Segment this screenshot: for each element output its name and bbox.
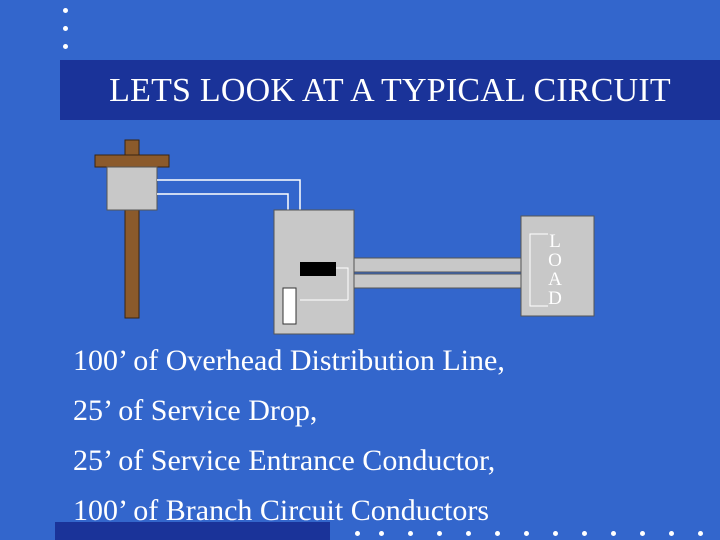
service-drop-wire	[157, 193, 289, 288]
list-item: 100’ of Branch Circuit Conductors	[73, 494, 490, 527]
load-label: L O A D	[543, 232, 567, 308]
load-letter: A	[548, 269, 562, 290]
load-letter: L	[549, 231, 561, 252]
list-item: 25’ of Service Entrance Conductor,	[73, 444, 496, 477]
branch-conduit	[353, 257, 523, 273]
decorative-dot	[524, 531, 529, 536]
meter-block	[282, 287, 297, 325]
decorative-dot	[437, 531, 442, 536]
decorative-dot	[611, 531, 616, 536]
branch-conduit	[353, 273, 523, 289]
title-bar: LETS LOOK AT A TYPICAL CIRCUIT	[60, 60, 720, 120]
main-breaker	[300, 262, 336, 276]
decorative-dot	[408, 531, 413, 536]
decorative-dot	[355, 531, 360, 536]
decorative-dot	[495, 531, 500, 536]
load-letter: D	[548, 288, 562, 309]
list-item: 100’ of Overhead Distribution Line,	[73, 344, 505, 377]
decorative-dot	[698, 531, 703, 536]
decorative-dot	[63, 44, 68, 49]
bullet-list: 100’ of Overhead Distribution Line, 25’ …	[73, 336, 713, 536]
bottom-bar	[55, 522, 330, 540]
decorative-dot	[63, 8, 68, 13]
load-box	[520, 215, 595, 317]
decorative-dot	[582, 531, 587, 536]
decorative-dot	[63, 26, 68, 31]
pole-transformer	[106, 166, 158, 211]
decorative-dot	[640, 531, 645, 536]
list-item: 25’ of Service Drop,	[73, 394, 318, 427]
branch-wire	[336, 267, 349, 300]
decorative-dot	[553, 531, 558, 536]
decorative-dot	[379, 531, 384, 536]
load-letter: O	[548, 250, 562, 271]
slide-title: LETS LOOK AT A TYPICAL CIRCUIT	[109, 72, 671, 109]
decorative-dot	[669, 531, 674, 536]
load-bracket	[529, 233, 548, 307]
decorative-dot	[466, 531, 471, 536]
pole-crossarm	[94, 154, 170, 168]
